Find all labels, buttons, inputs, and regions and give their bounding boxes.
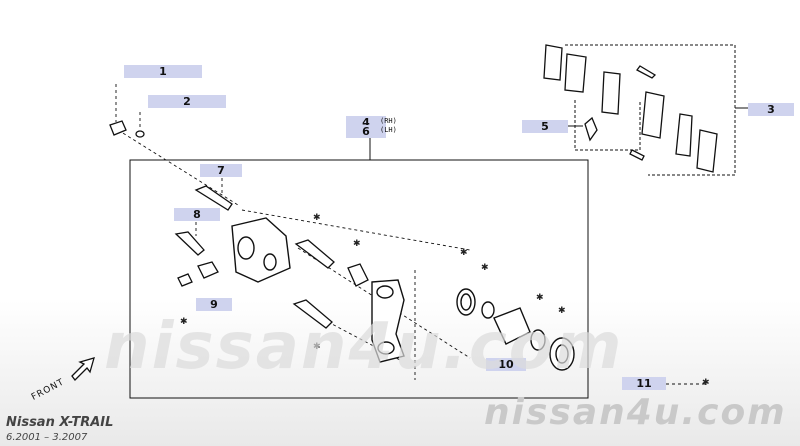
asterisk-6: ✱: [558, 306, 566, 316]
asterisk-4: ✱: [481, 263, 489, 273]
assembly-frame: [129, 159, 589, 399]
pad-kit-bracket: [565, 44, 736, 176]
callout-6: 6: [346, 125, 386, 138]
watermark-corner: nissan4u.com: [484, 392, 787, 433]
callout-2: 2: [148, 95, 226, 108]
caliper-body-icon: [231, 217, 405, 363]
asterisk-7: ✱: [180, 317, 188, 327]
watermark-center: nissan4u.com: [104, 310, 624, 384]
asterisk-2: ✱: [353, 239, 361, 249]
model-dates: 6.2001 – 3.2007: [6, 432, 88, 443]
model-name: Nissan X-TRAIL: [6, 415, 114, 430]
background-fade: [0, 300, 800, 446]
callout-7: 7: [200, 164, 242, 177]
brake-pads-icon: [543, 44, 718, 173]
front-arrow-icon: [71, 357, 95, 381]
asterisk-8: ✱: [313, 342, 321, 352]
asterisk-9: ✱: [702, 378, 710, 388]
asterisk-5: ✱: [536, 293, 544, 303]
callout-5: 5: [522, 120, 568, 133]
callout-11: 11: [622, 377, 666, 390]
pad-inner-box: [574, 100, 641, 151]
asterisk-1: ✱: [313, 213, 321, 223]
callout-10: 10: [486, 358, 526, 371]
side-rh: (RH): [380, 117, 397, 125]
callout-1: 1: [124, 65, 202, 78]
callout-9: 9: [196, 298, 232, 311]
side-lh: (LH): [380, 126, 397, 134]
bolts-icon: [109, 120, 369, 329]
asterisk-3: ✱: [460, 248, 468, 258]
callout-8: 8: [174, 208, 220, 221]
callout-3: 3: [748, 103, 794, 116]
piston-seals-icon: [456, 288, 575, 371]
